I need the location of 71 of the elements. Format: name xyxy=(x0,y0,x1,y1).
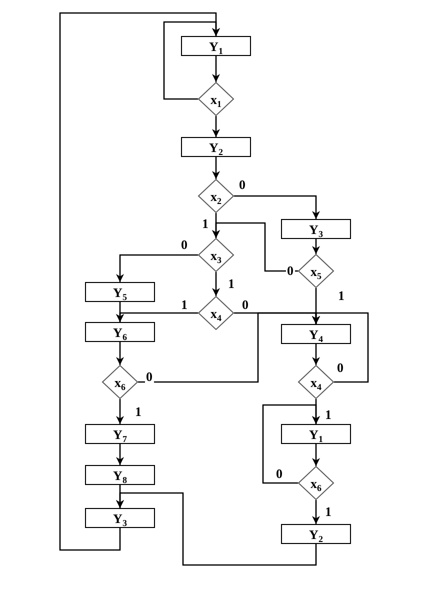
condition-label: x$_{6}$ xyxy=(310,476,322,490)
edge-label: 1 xyxy=(324,505,332,518)
arrow xyxy=(116,492,317,566)
arrow xyxy=(116,302,124,322)
decision-diamond xyxy=(298,254,334,288)
condition-label: x$_{4}$ xyxy=(210,306,222,320)
edge-label: 1 xyxy=(337,289,346,302)
arrow xyxy=(116,399,124,424)
process-box xyxy=(181,36,251,56)
edge-label: 0 xyxy=(336,361,344,374)
operator-label: Y$_{3}$ xyxy=(113,512,127,524)
arrow xyxy=(59,12,220,551)
arrow xyxy=(212,222,298,272)
process-box xyxy=(85,322,155,342)
arrow xyxy=(212,116,220,137)
edge-label: 0 xyxy=(145,370,154,383)
decision-diamond xyxy=(298,466,334,500)
operator-label: Y$_{1}$ xyxy=(309,428,323,440)
operator-label: Y$_{2}$ xyxy=(209,140,223,154)
condition-label: x$_{2}$ xyxy=(210,190,222,202)
process-box xyxy=(85,465,155,485)
operator-label: Y$_{2}$ xyxy=(309,528,323,540)
edge-label: 0 xyxy=(238,178,246,191)
decision-diamond xyxy=(298,365,334,399)
operator-label: Y$_{3}$ xyxy=(309,222,323,236)
decision-diamond xyxy=(198,296,234,330)
condition-label: x$_{6}$ xyxy=(114,376,126,388)
decision-diamond xyxy=(198,238,234,272)
decision-diamond xyxy=(198,179,234,213)
edge-label: 1 xyxy=(180,298,188,311)
edge-label: 0 xyxy=(286,264,294,277)
edge-label: 1 xyxy=(227,277,236,290)
operator-label: Y$_{1}$ xyxy=(209,40,223,52)
arrow xyxy=(116,254,198,282)
decision-diamond xyxy=(198,82,234,116)
condition-label: x$_{1}$ xyxy=(210,92,222,106)
operator-label: Y$_{7}$ xyxy=(113,428,127,440)
arrow xyxy=(212,157,220,179)
condition-label: x$_{3}$ xyxy=(210,248,222,262)
edge-label: 1 xyxy=(201,217,210,230)
condition-label: x$_{4}$ xyxy=(310,376,322,388)
arrow xyxy=(234,195,320,219)
edge-label: 0 xyxy=(180,238,188,251)
operator-label: Y$_{5}$ xyxy=(113,286,127,298)
process-box xyxy=(181,137,251,157)
edge-label: 0 xyxy=(241,298,250,311)
process-box xyxy=(281,219,351,239)
arrow xyxy=(312,500,320,524)
process-box xyxy=(281,324,351,344)
arrow xyxy=(312,344,320,365)
edge-label: 0 xyxy=(275,467,284,480)
arrow xyxy=(212,272,220,296)
arrow xyxy=(312,444,320,466)
process-box xyxy=(281,524,351,544)
process-box xyxy=(85,424,155,444)
decision-diamond xyxy=(102,365,138,399)
condition-label: x$_{5}$ xyxy=(310,264,322,278)
process-box xyxy=(281,424,351,444)
arrow xyxy=(262,404,320,484)
operator-label: Y$_{8}$ xyxy=(113,468,127,482)
arrow xyxy=(116,444,124,465)
operator-label: Y$_{4}$ xyxy=(309,328,323,340)
process-box xyxy=(85,508,155,528)
arrow xyxy=(312,239,320,254)
arrow xyxy=(212,56,220,82)
arrow xyxy=(116,342,124,365)
process-box xyxy=(85,282,155,302)
arrow xyxy=(312,312,369,383)
edge-label: 1 xyxy=(134,405,142,418)
edge-label: 1 xyxy=(324,408,332,421)
operator-label: Y$_{6}$ xyxy=(113,326,127,338)
